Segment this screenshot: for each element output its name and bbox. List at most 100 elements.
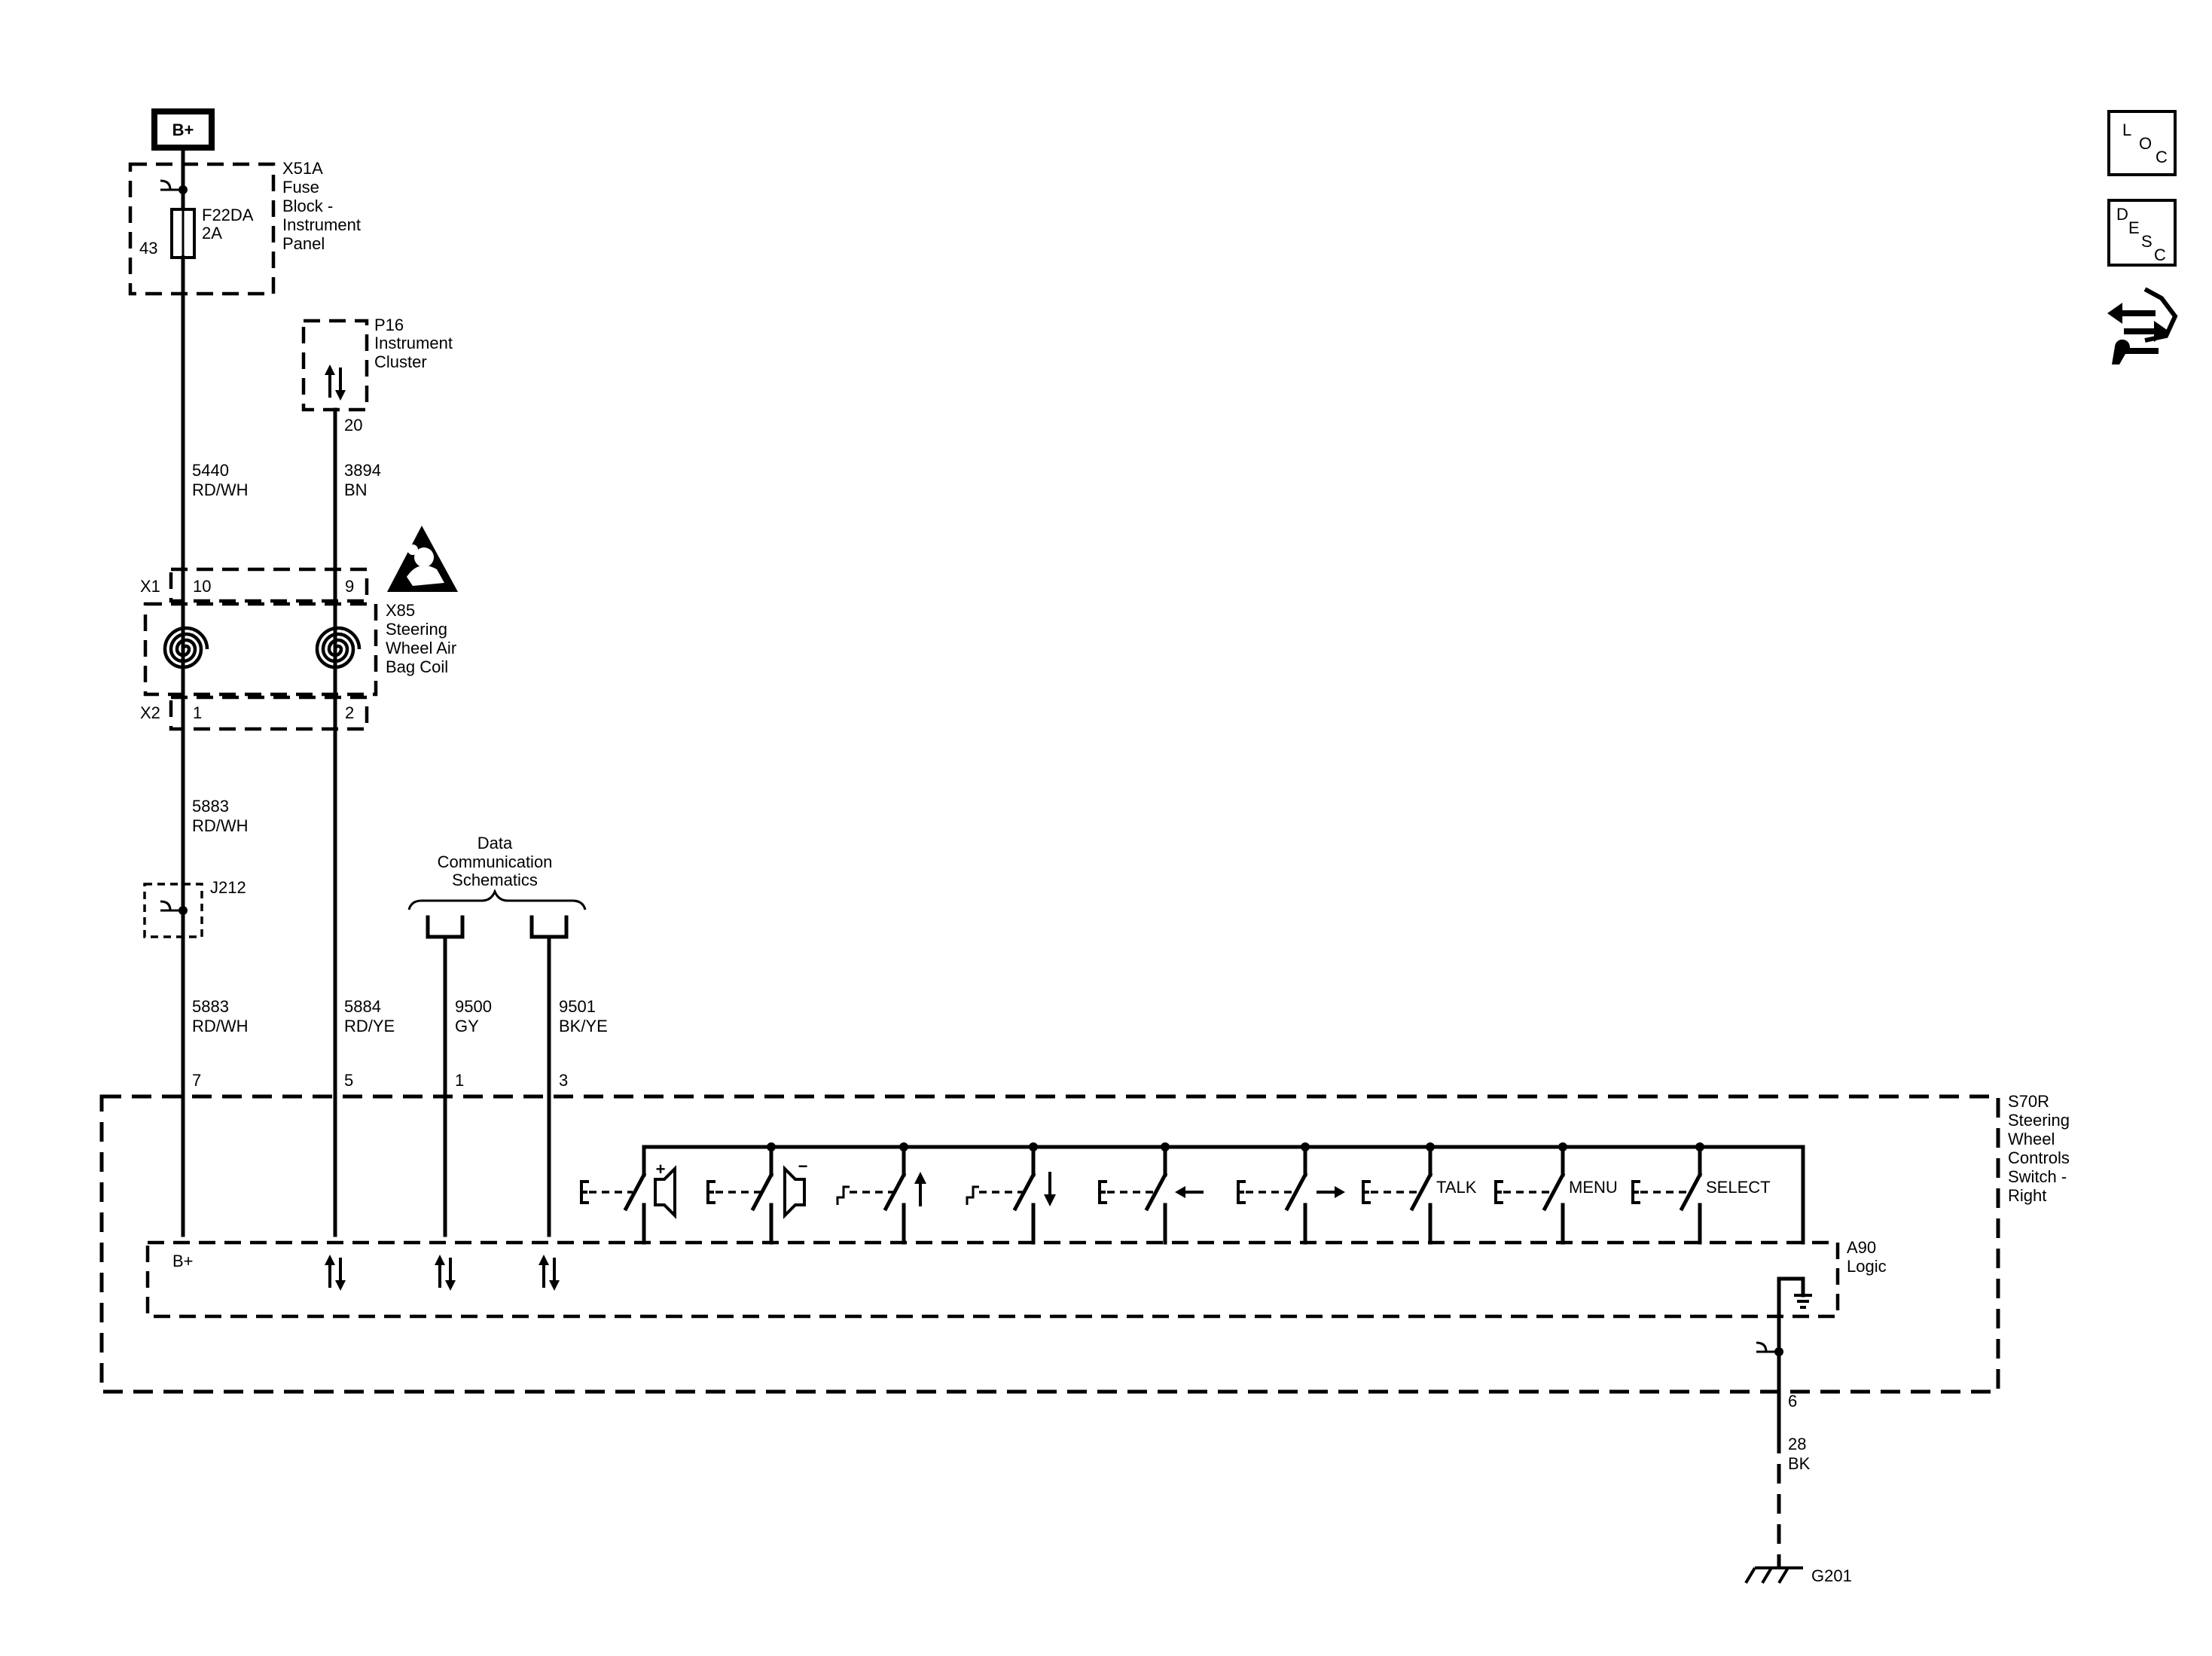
switch-module-label: S70R Steering Wheel Controls Switch - Ri… — [2008, 1092, 2070, 1205]
data-bidirectional-icon — [323, 363, 347, 402]
data-communication-label: Data Communication Schematics — [438, 834, 553, 889]
logic-data-icon-3 — [537, 1253, 561, 1292]
data-connector-left — [426, 915, 465, 939]
switch-volume-down: − — [706, 1145, 808, 1245]
connector-x1: X1 — [140, 577, 160, 596]
wire-9501-color: BK/YE — [559, 1017, 608, 1035]
svg-text:Logic: Logic — [1847, 1257, 1887, 1276]
svg-text:Steering: Steering — [2008, 1111, 2070, 1130]
wire-5884-number: 5884 — [344, 997, 381, 1016]
svg-text:Switch -: Switch - — [2008, 1167, 2067, 1186]
svg-text:Data: Data — [477, 834, 513, 852]
module-pin-3: 3 — [559, 1071, 568, 1090]
coil-pin-10: 10 — [193, 577, 211, 596]
ground-g201-label: G201 — [1811, 1566, 1852, 1585]
svg-text:E: E — [2128, 218, 2140, 237]
speaker-volume-up-icon — [654, 1165, 676, 1219]
svg-text:S: S — [2141, 232, 2153, 251]
module-pin-7: 7 — [192, 1071, 201, 1090]
fuse-connector-symbol — [160, 162, 188, 212]
svg-text:+: + — [656, 1160, 666, 1179]
wire-5440-number: 5440 — [192, 461, 229, 480]
svg-text:O: O — [2139, 134, 2152, 153]
switch-bus — [642, 1142, 1805, 1245]
logic-a90 — [145, 1240, 1840, 1319]
power-source: B+ — [151, 108, 215, 151]
svg-text:−: − — [798, 1157, 808, 1176]
logic-data-icon-1 — [433, 1253, 457, 1292]
svg-text:Block -: Block - — [282, 197, 333, 215]
fuse-block-x51a — [128, 162, 276, 296]
coil-pin-1: 1 — [193, 703, 202, 722]
wire-5883-color: RD/WH — [192, 1017, 249, 1035]
ground-circuit — [1744, 1276, 1812, 1584]
clockspring-left-icon — [165, 628, 207, 667]
svg-text:P16: P16 — [374, 316, 404, 334]
wire-28-number: 28 — [1788, 1435, 1806, 1453]
coil-pin-9: 9 — [345, 577, 354, 596]
description-icon[interactable]: D E S C — [2107, 199, 2177, 267]
svg-text:D: D — [2116, 205, 2128, 224]
svg-text:Instrument: Instrument — [282, 215, 361, 234]
power-source-label: B+ — [172, 120, 194, 139]
svg-text:Communication: Communication — [438, 852, 553, 871]
svg-text:Panel: Panel — [282, 234, 325, 253]
svg-text:L: L — [2122, 120, 2131, 139]
wire-5440-color: RD/WH — [192, 480, 249, 499]
splice-j212 — [143, 883, 203, 938]
coil-pin-2: 2 — [345, 703, 354, 722]
ground-pin: 6 — [1788, 1392, 1797, 1410]
talk-label: TALK — [1436, 1178, 1477, 1197]
switch-talk: TALK — [1362, 1145, 1477, 1245]
wire-9500-color: GY — [455, 1017, 479, 1035]
svg-text:Wheel: Wheel — [2008, 1130, 2055, 1148]
steering-wheel-controls-switch-s70r — [99, 1094, 2000, 1394]
svg-text:C: C — [2154, 246, 2166, 264]
clockspring-right-icon — [317, 628, 359, 667]
switch-select: SELECT — [1631, 1145, 1771, 1245]
wire-5883-upper-number: 5883 — [192, 797, 229, 816]
svg-text:Fuse: Fuse — [282, 178, 319, 197]
menu-label: MENU — [1569, 1178, 1618, 1197]
fuse-rating: 2A — [202, 224, 222, 242]
svg-text:A90: A90 — [1847, 1238, 1876, 1257]
svg-text:Instrument: Instrument — [374, 334, 453, 352]
svg-text:X85: X85 — [386, 601, 415, 620]
svg-text:C: C — [2156, 148, 2168, 166]
fuse-pin: 43 — [139, 239, 157, 258]
switch-menu: MENU — [1494, 1145, 1618, 1245]
svg-text:Steering: Steering — [386, 620, 447, 639]
airbag-coil-x85 — [143, 567, 378, 731]
connector-x2: X2 — [140, 703, 160, 722]
wire-28-color: BK — [1788, 1454, 1811, 1473]
svg-text:Bag Coil: Bag Coil — [386, 657, 448, 676]
speaker-volume-down-icon — [783, 1165, 806, 1219]
wire-5883-number: 5883 — [192, 997, 229, 1016]
svg-text:Right: Right — [2008, 1186, 2046, 1205]
logic-data-icon-5 — [323, 1253, 347, 1292]
switch-volume-up: + — [580, 1160, 676, 1245]
svg-text:S70R: S70R — [2008, 1092, 2049, 1111]
airbag-coil-label: X85 Steering Wheel Air Bag Coil — [386, 601, 456, 676]
logic-bplus-label: B+ — [172, 1252, 194, 1270]
wire-9500-number: 9500 — [455, 997, 492, 1016]
switch-seek-down — [966, 1145, 1056, 1245]
airbag-warning-icon — [387, 526, 458, 592]
wire-3894-number: 3894 — [344, 461, 381, 480]
navigation-arrows-icon[interactable] — [2107, 287, 2178, 364]
location-icon[interactable]: L O C — [2107, 110, 2177, 176]
svg-text:Schematics: Schematics — [452, 871, 538, 889]
svg-text:Cluster: Cluster — [374, 352, 427, 371]
module-pin-1: 1 — [455, 1071, 464, 1090]
switch-seek-up — [836, 1145, 926, 1245]
data-comm-brace — [407, 889, 587, 910]
module-pin-5: 5 — [344, 1071, 353, 1090]
logic-label: A90 Logic — [1847, 1238, 1887, 1276]
fuse-name: F22DA — [202, 206, 254, 224]
instrument-cluster-p16 — [301, 319, 369, 412]
switch-left — [1098, 1145, 1204, 1245]
svg-text:X51A: X51A — [282, 159, 323, 178]
wire-5883-upper-color: RD/WH — [192, 816, 249, 835]
instrument-cluster-label: P16 Instrument Cluster — [374, 316, 453, 371]
